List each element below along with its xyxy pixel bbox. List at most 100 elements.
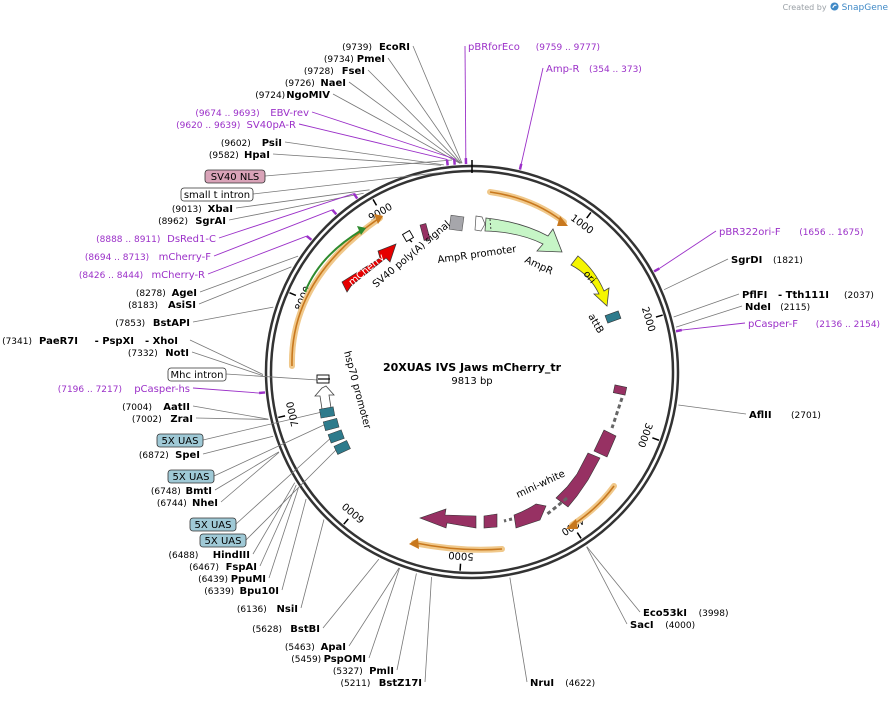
enzyme-name: PflFI — [742, 290, 767, 301]
uas-blocks — [319, 406, 351, 455]
label-ampr-promoter: AmpR promoter — [437, 244, 518, 266]
enzyme-site-nhei: NheI(6744) — [157, 498, 218, 509]
enzyme-leader-line — [281, 498, 307, 591]
plasmid-name: 20XUAS IVS Jaws mCherry_tr — [383, 361, 562, 374]
feature-box-shape — [204, 169, 266, 184]
tick-mark — [278, 415, 286, 419]
primer-range: (9674 .. 9693) — [195, 109, 259, 119]
enzyme-site-psii: PsiI(9602) — [221, 138, 282, 149]
snapgene-logo-icon — [830, 2, 839, 13]
tick-label: 6000 — [340, 500, 367, 525]
feature-box-label: Mhc intron — [170, 370, 223, 381]
primer-name: pBRforEco — [468, 42, 520, 53]
enzyme-position: (8183) — [128, 301, 158, 311]
enzyme-position: (6467) — [189, 563, 219, 573]
primer-pcasper-f: pCasper-F(2136 .. 2154) — [748, 319, 880, 330]
primer-name: mCherry-R — [151, 270, 205, 281]
enzyme-site-noti: NotI(7332) — [128, 348, 189, 359]
enzyme-site-xbai: XbaI(9013) — [172, 204, 233, 215]
primer-leader-line — [681, 322, 746, 331]
enzyme-leader-line — [396, 573, 417, 671]
enzyme-position: (9013) — [172, 205, 202, 215]
enzyme-position: (4000) — [665, 621, 695, 631]
enzyme-site-ppumi: PpuMI(6439) — [198, 574, 266, 585]
enzyme-name: NsiI — [277, 604, 298, 615]
primer-range: (8888 .. 8911) — [96, 235, 160, 245]
enzyme-site-ndei: NdeI(2115) — [745, 302, 810, 313]
feature-box-5x-uas: 5X UAS — [156, 433, 204, 448]
enzyme-site-zrai: ZraI(7002) — [132, 414, 193, 425]
enzyme-site-fsei: FseI(9728) — [304, 66, 365, 77]
enzyme-site-hpai: HpaI(9582) — [209, 150, 270, 161]
primer-mark — [258, 391, 266, 395]
enzyme-leader-line — [191, 351, 264, 377]
enzyme-name: AgeI — [172, 288, 197, 299]
enzyme-position: (7002) — [132, 415, 162, 425]
enzyme-site-agei: AgeI(8278) — [136, 288, 197, 299]
feature-box-label: 5X UAS — [195, 520, 232, 531]
enzyme-name: AatII — [163, 402, 190, 413]
enzyme-leader-line — [214, 451, 280, 491]
feature-box-label: small t intron — [184, 190, 250, 201]
primer-name: DsRed1-C — [167, 234, 216, 245]
feature-box-sv40-nls: SV40 NLS — [204, 169, 266, 184]
enzyme-position: (7853) — [115, 319, 145, 329]
enzyme-name: PmlI — [369, 666, 394, 677]
enzyme-site-ngomiv: NgoMIV(9724) — [255, 90, 330, 101]
primer-name: pCasper-hs — [134, 384, 190, 395]
orf-arcs — [288, 189, 617, 553]
sv40-polya-feature — [401, 223, 431, 243]
enzyme-position: (6872) — [139, 451, 169, 461]
enzyme-site-bmti: BmtI(6748) — [151, 486, 212, 497]
primer-mark — [331, 208, 338, 216]
enzyme-position: (3998) — [699, 609, 729, 619]
enzyme-site-aflii: AflII(2701) — [749, 410, 821, 421]
mini-white-feature — [419, 384, 628, 529]
enzyme-site-bstapi: BstAPI (7853) — [115, 318, 190, 329]
tick-mark — [372, 198, 378, 206]
enzyme-position: (4622) — [565, 679, 595, 689]
primer-mark — [305, 235, 313, 241]
enzyme-site-nsii: NsiI (6136) — [237, 604, 298, 615]
feature-box-shape — [167, 469, 215, 484]
enzyme-name: SpeI — [175, 450, 200, 461]
primer-name: EBV-rev — [270, 108, 309, 119]
ampr-gene-arrow — [484, 217, 563, 253]
enzyme-site-spei: SpeI (6872) — [139, 450, 200, 461]
enzyme-position: (6339) — [204, 587, 234, 597]
enzyme-name: HpaI — [244, 150, 270, 161]
enzyme-name: PmeI — [357, 54, 385, 65]
enzyme-name: NaeI — [320, 78, 346, 89]
enzyme-name: BstAPI — [153, 318, 190, 329]
enzyme-leader-line — [509, 577, 528, 683]
feature-box-shape — [180, 187, 254, 202]
enzyme-site-naei: NaeI(9726) — [285, 78, 346, 89]
enzyme-name: AsiSI — [168, 300, 196, 311]
primer-mark — [675, 328, 683, 333]
tick-mark — [343, 518, 349, 525]
enzyme-position: (7341) — [2, 337, 32, 347]
primer-leader-line — [207, 235, 307, 275]
primer-leader-line — [192, 387, 260, 394]
enzyme-leader-line — [663, 258, 729, 291]
enzyme-name: Bpu10I — [239, 586, 279, 597]
feature-box-shape — [189, 517, 237, 532]
feature-box-shape — [156, 433, 204, 448]
enzyme-position: (6748) — [151, 487, 181, 497]
enzyme-position: (6744) — [157, 499, 187, 509]
enzyme-site-pmli: PmlI(5327) — [333, 666, 394, 677]
enzyme-leader-line — [192, 405, 269, 420]
enzyme-name: NdeI — [745, 302, 771, 313]
label-hsp70-promoter: hsp70 promoter — [341, 350, 373, 431]
enzyme-name: NotI — [165, 348, 189, 359]
primer-leader-line — [464, 45, 467, 159]
enzyme-leader-line — [424, 577, 432, 683]
feature-box-mhc-intron: Mhc intron — [167, 367, 227, 382]
primer-name: pCasper-F — [748, 319, 798, 330]
enzyme-leader-line — [198, 266, 292, 305]
feature-box-shape — [167, 367, 227, 382]
enzyme-position: (2701) — [791, 411, 821, 421]
enzyme-position: (6136) — [237, 605, 267, 615]
enzyme-leader-line — [675, 305, 743, 328]
